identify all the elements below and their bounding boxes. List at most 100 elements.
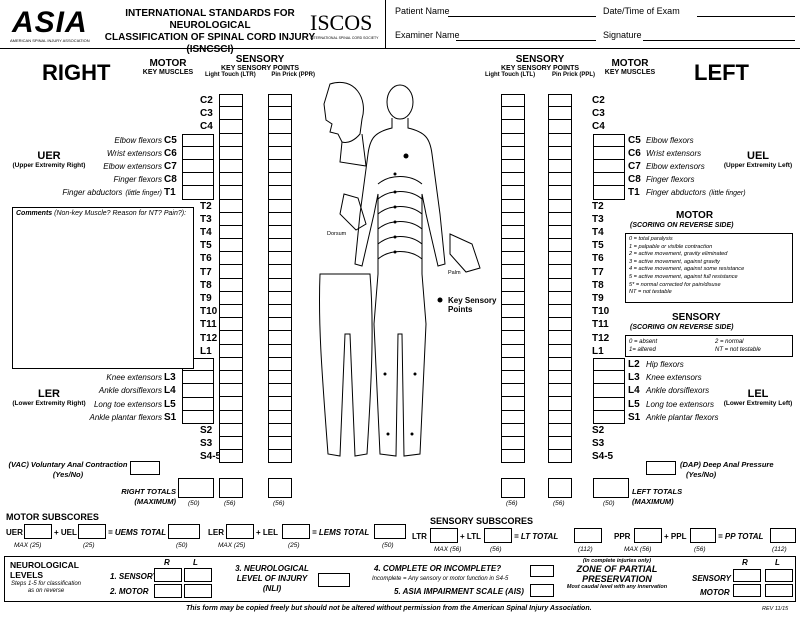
right-pp-cell[interactable] bbox=[268, 225, 292, 240]
pp-total-input[interactable] bbox=[770, 528, 796, 543]
right-lt-cell[interactable] bbox=[219, 370, 243, 385]
nl-sensory-l[interactable] bbox=[184, 568, 212, 582]
left-lt-cell[interactable] bbox=[501, 173, 525, 187]
right-pp-cell[interactable] bbox=[268, 107, 292, 121]
right-lt-cell[interactable] bbox=[219, 225, 243, 240]
left-lt-cell[interactable] bbox=[501, 239, 525, 253]
left-pp-cell[interactable] bbox=[548, 370, 572, 385]
ais-input[interactable] bbox=[530, 584, 554, 597]
right-lt-total[interactable] bbox=[219, 478, 243, 498]
left-motor-cell[interactable] bbox=[593, 384, 625, 398]
zpp-motor-l[interactable] bbox=[765, 584, 793, 597]
left-pp-cell[interactable] bbox=[548, 212, 572, 226]
left-pp-cell[interactable] bbox=[548, 423, 572, 437]
left-motor-cell[interactable] bbox=[593, 133, 625, 147]
left-motor-cell[interactable] bbox=[593, 371, 625, 385]
left-pp-cell[interactable] bbox=[548, 331, 572, 345]
left-lt-cell[interactable] bbox=[501, 225, 525, 240]
right-motor-cell[interactable] bbox=[182, 410, 214, 424]
right-motor-total[interactable] bbox=[178, 478, 214, 498]
right-pp-cell[interactable] bbox=[268, 344, 292, 358]
left-pp-cell[interactable] bbox=[548, 199, 572, 213]
nl-sensory-r[interactable] bbox=[154, 568, 182, 582]
dap-input[interactable] bbox=[646, 461, 676, 475]
left-lt-total[interactable] bbox=[501, 478, 525, 498]
uel-sub-input[interactable] bbox=[78, 524, 106, 539]
right-lt-cell[interactable] bbox=[219, 94, 243, 108]
right-motor-cell[interactable] bbox=[182, 173, 214, 187]
left-pp-cell[interactable] bbox=[548, 265, 572, 279]
right-pp-cell[interactable] bbox=[268, 397, 292, 411]
right-lt-cell[interactable] bbox=[219, 410, 243, 424]
left-lt-cell[interactable] bbox=[501, 133, 525, 147]
right-lt-cell[interactable] bbox=[219, 331, 243, 345]
right-lt-cell[interactable] bbox=[219, 344, 243, 358]
left-lt-cell[interactable] bbox=[501, 146, 525, 160]
left-pp-cell[interactable] bbox=[548, 133, 572, 147]
left-pp-cell[interactable] bbox=[548, 146, 572, 160]
right-lt-cell[interactable] bbox=[219, 146, 243, 160]
left-lt-cell[interactable] bbox=[501, 344, 525, 358]
right-lt-cell[interactable] bbox=[219, 212, 243, 226]
left-motor-cell[interactable] bbox=[593, 397, 625, 411]
zpp-sensory-r[interactable] bbox=[733, 569, 761, 582]
left-lt-cell[interactable] bbox=[501, 331, 525, 345]
right-pp-cell[interactable] bbox=[268, 291, 292, 305]
left-lt-cell[interactable] bbox=[501, 410, 525, 424]
ppl-sub-input[interactable] bbox=[690, 528, 716, 543]
complete-input[interactable] bbox=[530, 565, 554, 577]
right-pp-cell[interactable] bbox=[268, 120, 292, 134]
left-pp-cell[interactable] bbox=[548, 159, 572, 174]
left-pp-cell[interactable] bbox=[548, 120, 572, 134]
left-lt-cell[interactable] bbox=[501, 186, 525, 200]
right-pp-cell[interactable] bbox=[268, 199, 292, 213]
left-lt-cell[interactable] bbox=[501, 120, 525, 134]
left-lt-cell[interactable] bbox=[501, 384, 525, 398]
left-lt-cell[interactable] bbox=[501, 318, 525, 332]
left-lt-cell[interactable] bbox=[501, 94, 525, 108]
left-light-touch-column[interactable] bbox=[501, 94, 525, 464]
left-lt-cell[interactable] bbox=[501, 252, 525, 266]
left-motor-cell[interactable] bbox=[593, 186, 625, 200]
right-lt-cell[interactable] bbox=[219, 423, 243, 437]
right-pp-cell[interactable] bbox=[268, 318, 292, 332]
left-pp-cell[interactable] bbox=[548, 450, 572, 464]
right-motor-cell[interactable] bbox=[182, 186, 214, 200]
left-pp-cell[interactable] bbox=[548, 384, 572, 398]
left-motor-cell[interactable] bbox=[593, 358, 625, 372]
right-pp-cell[interactable] bbox=[268, 450, 292, 464]
left-lt-cell[interactable] bbox=[501, 436, 525, 451]
left-lt-cell[interactable] bbox=[501, 212, 525, 226]
right-pin-prick-column[interactable] bbox=[268, 94, 292, 464]
left-lt-cell[interactable] bbox=[501, 291, 525, 305]
left-upper-motor-column[interactable] bbox=[593, 133, 625, 200]
right-lt-cell[interactable] bbox=[219, 186, 243, 200]
right-lt-cell[interactable] bbox=[219, 252, 243, 266]
right-lt-cell[interactable] bbox=[219, 120, 243, 134]
right-pp-cell[interactable] bbox=[268, 278, 292, 292]
nli-input[interactable] bbox=[318, 573, 350, 587]
left-motor-cell[interactable] bbox=[593, 173, 625, 187]
nl-motor-r[interactable] bbox=[154, 584, 182, 598]
left-pp-cell[interactable] bbox=[548, 291, 572, 305]
ltl-sub-input[interactable] bbox=[484, 528, 512, 543]
right-pp-cell[interactable] bbox=[268, 173, 292, 187]
right-pp-cell[interactable] bbox=[268, 305, 292, 319]
patient-name-field[interactable] bbox=[448, 16, 596, 17]
left-pp-cell[interactable] bbox=[548, 410, 572, 424]
comments-box[interactable]: Comments (Non-key Muscle? Reason for NT?… bbox=[12, 207, 194, 369]
right-pp-cell[interactable] bbox=[268, 331, 292, 345]
left-pp-cell[interactable] bbox=[548, 305, 572, 319]
lel-sub-input[interactable] bbox=[282, 524, 310, 539]
left-pp-cell[interactable] bbox=[548, 94, 572, 108]
right-lt-cell[interactable] bbox=[219, 173, 243, 187]
right-pp-cell[interactable] bbox=[268, 133, 292, 147]
right-pp-cell[interactable] bbox=[268, 370, 292, 385]
right-lt-cell[interactable] bbox=[219, 239, 243, 253]
left-pp-cell[interactable] bbox=[548, 357, 572, 371]
left-pp-cell[interactable] bbox=[548, 278, 572, 292]
ppr-sub-input[interactable] bbox=[634, 528, 662, 543]
left-pp-cell[interactable] bbox=[548, 397, 572, 411]
right-motor-cell[interactable] bbox=[182, 146, 214, 160]
zpp-motor-r[interactable] bbox=[733, 584, 761, 597]
